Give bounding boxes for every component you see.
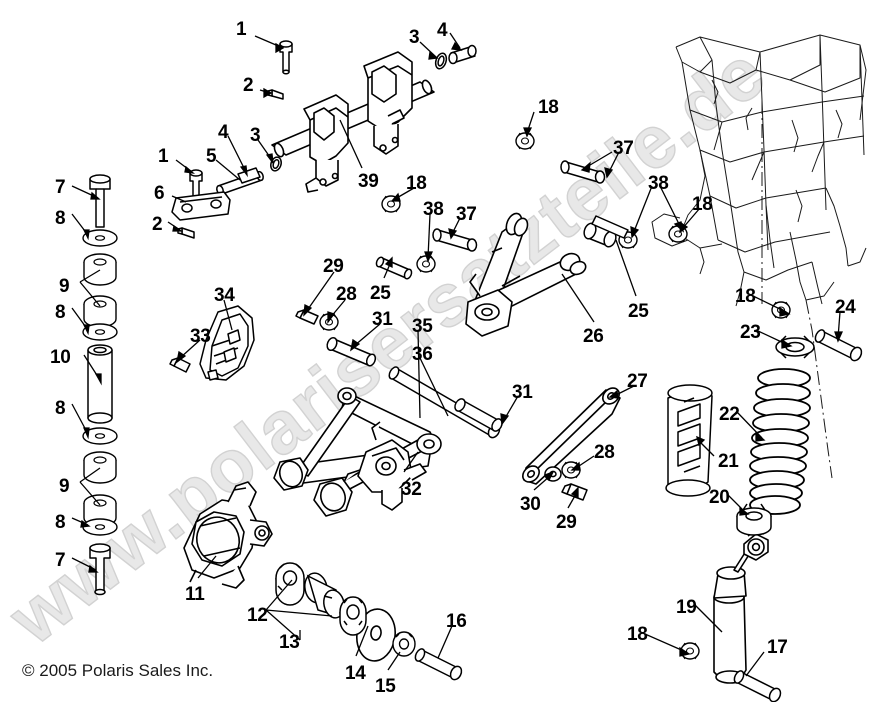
callout-number: 28 bbox=[594, 442, 615, 463]
part-26-upper-control-arm bbox=[465, 212, 587, 337]
callout-number: 15 bbox=[375, 676, 396, 697]
callout-number: 1 bbox=[236, 19, 247, 40]
part-13-bearing-spacer bbox=[304, 572, 345, 619]
callout-number: 3 bbox=[409, 27, 420, 48]
part-34-mud-guard bbox=[199, 305, 255, 381]
callout-number: 34 bbox=[214, 285, 235, 306]
callout-number: 7 bbox=[55, 177, 66, 198]
part-39-stabilizer-bar bbox=[271, 51, 435, 193]
callout-number: 18 bbox=[406, 173, 427, 194]
part-32-lower-control-arm bbox=[273, 387, 442, 517]
callout-number: 29 bbox=[323, 256, 344, 277]
callout-number: 2 bbox=[152, 214, 163, 235]
callout-number: 29 bbox=[556, 512, 577, 533]
callout-number: 38 bbox=[423, 199, 444, 220]
callout-number: 1 bbox=[158, 146, 169, 167]
callout-number: 9 bbox=[59, 276, 70, 297]
part-15-washer bbox=[392, 631, 416, 657]
callout-number: 4 bbox=[218, 122, 229, 143]
callout-number: 8 bbox=[55, 302, 66, 323]
callout-number: 37 bbox=[613, 138, 634, 159]
callout-number: 28 bbox=[336, 284, 357, 305]
callout-number: 18 bbox=[735, 286, 756, 307]
callout-number: 32 bbox=[401, 479, 422, 500]
copyright-notice: © 2005 Polaris Sales Inc. bbox=[22, 661, 214, 680]
callout-number: 12 bbox=[247, 605, 268, 626]
callout-number: 8 bbox=[55, 398, 66, 419]
part-12-wheel-bearing bbox=[275, 562, 305, 606]
fastener-group-left bbox=[82, 174, 118, 596]
callout-number: 4 bbox=[437, 20, 448, 41]
part-19-shock-absorber bbox=[713, 529, 769, 684]
callout-number: 18 bbox=[627, 624, 648, 645]
callout-number: 23 bbox=[740, 322, 761, 343]
fastener-group-misc bbox=[169, 40, 863, 702]
part-27-radius-rod bbox=[522, 387, 621, 485]
part-13b-bearing bbox=[339, 596, 367, 636]
callout-number: 2 bbox=[243, 75, 254, 96]
part-22-coil-spring bbox=[749, 368, 811, 515]
callout-number: 8 bbox=[55, 512, 66, 533]
callout-number: 14 bbox=[345, 663, 366, 684]
callout-number: 9 bbox=[59, 476, 70, 497]
callout-number: 35 bbox=[412, 316, 433, 337]
callout-number: 7 bbox=[55, 550, 66, 571]
callout-number: 31 bbox=[372, 309, 393, 330]
callout-number: 30 bbox=[520, 494, 541, 515]
callout-number: 18 bbox=[538, 97, 559, 118]
callout-number: 25 bbox=[628, 301, 649, 322]
part-11-brake-caliper bbox=[183, 481, 273, 589]
callout-number: 33 bbox=[190, 326, 211, 347]
callout-number: 10 bbox=[50, 347, 71, 368]
callout-number: 11 bbox=[185, 584, 205, 605]
callout-number: 31 bbox=[512, 382, 533, 403]
callout-number: 20 bbox=[709, 487, 730, 508]
callout-number: 26 bbox=[583, 326, 604, 347]
callout-number: 37 bbox=[456, 204, 477, 225]
callout-number: 3 bbox=[250, 125, 261, 146]
callout-number: 27 bbox=[627, 371, 648, 392]
chassis-frame-phantom bbox=[651, 34, 867, 479]
callout-number: 19 bbox=[676, 597, 697, 618]
callout-number: 17 bbox=[767, 637, 788, 658]
callout-number: 25 bbox=[370, 283, 391, 304]
callout-number: 18 bbox=[692, 194, 713, 215]
callout-number: 39 bbox=[358, 171, 379, 192]
callout-number: 36 bbox=[412, 344, 433, 365]
callout-number: 16 bbox=[446, 611, 467, 632]
callout-number: 5 bbox=[206, 146, 217, 167]
callout-number: 22 bbox=[719, 404, 740, 425]
callout-number: 24 bbox=[835, 297, 856, 318]
callout-number: 8 bbox=[55, 208, 66, 229]
callout-number: 13 bbox=[279, 632, 300, 653]
callout-number: 21 bbox=[718, 451, 739, 472]
callout-leader-lines bbox=[71, 32, 844, 677]
part-21-adjuster-sleeve bbox=[665, 384, 713, 497]
callout-number: 6 bbox=[154, 183, 165, 204]
callout-number: 38 bbox=[648, 173, 669, 194]
